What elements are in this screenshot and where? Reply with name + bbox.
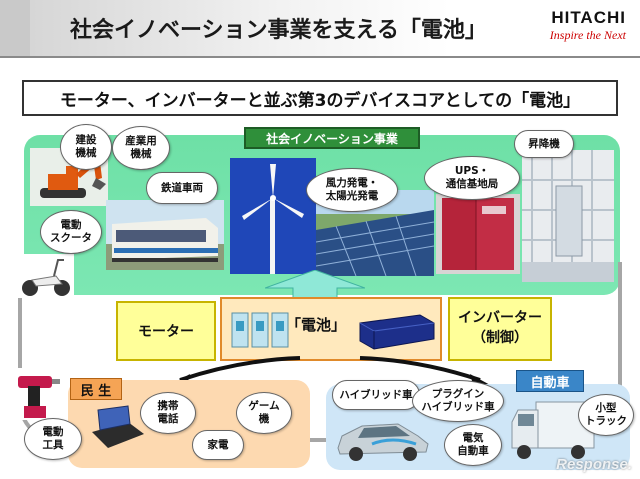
bubble-small-truck: 小型トラック bbox=[578, 394, 634, 436]
bubble-game-console: ゲーム機 bbox=[236, 392, 292, 434]
header-band bbox=[0, 0, 30, 56]
header-gradient bbox=[30, 0, 450, 56]
logo-main-text: HITACHI bbox=[551, 8, 626, 27]
hybrid-car-image bbox=[332, 414, 432, 462]
battery-cells-icon bbox=[231, 312, 289, 348]
ups-cabinet-image bbox=[436, 194, 520, 274]
slide-header: 社会イノベーション事業を支える「電池」 HITACHI Inspire the … bbox=[0, 0, 640, 58]
motor-box: モーター bbox=[116, 301, 216, 361]
bubble-text: プラグイン bbox=[431, 388, 485, 401]
bubble-text: 機械 bbox=[130, 148, 152, 160]
elevator-hall-image bbox=[522, 150, 614, 282]
inverter-sublabel: （制御） bbox=[472, 330, 528, 346]
bubble-mobile-phone: 携帯電話 bbox=[140, 392, 196, 434]
bubble-text: 太陽光発電 bbox=[325, 190, 379, 202]
bubble-electric-scooter: 電動スクータ bbox=[40, 210, 102, 254]
bubble-text: 小型 bbox=[595, 402, 617, 415]
bubble-industrial-machinery: 産業用機械 bbox=[112, 126, 170, 170]
bubble-text: 電気 bbox=[462, 432, 484, 445]
bubble-text: ハイブリッド車 bbox=[339, 388, 413, 401]
bubble-text: 産業用 bbox=[125, 135, 157, 148]
bubble-text: 携帯 bbox=[157, 400, 179, 413]
wind-turbine-image bbox=[230, 158, 316, 274]
bubble-text: ハイブリッド車 bbox=[421, 401, 495, 413]
bubble-elevator: 昇降機 bbox=[514, 130, 574, 158]
response-watermark: Response. bbox=[556, 456, 632, 473]
bubble-text: 昇降機 bbox=[528, 137, 560, 150]
bubble-power-tools: 電動工具 bbox=[24, 418, 82, 460]
hitachi-logo: HITACHI Inspire the Next bbox=[550, 8, 626, 43]
inverter-box: インバーター （制御） bbox=[448, 297, 552, 361]
train-image bbox=[106, 200, 224, 270]
motor-label: モーター bbox=[138, 324, 194, 340]
bubble-text: 機械 bbox=[75, 147, 97, 159]
bubble-text: 鉄道車両 bbox=[161, 181, 203, 194]
header-rule bbox=[0, 56, 640, 58]
bubble-text: 建設 bbox=[75, 134, 97, 147]
bubble-hybrid-car: ハイブリッド車 bbox=[332, 380, 420, 410]
bubble-plugin-hybrid: プラグインハイブリッド車 bbox=[412, 380, 504, 422]
automotive-label: 自動車 bbox=[516, 370, 584, 392]
bubble-text: 電話 bbox=[157, 413, 179, 425]
bubble-rail-vehicles: 鉄道車両 bbox=[146, 172, 218, 204]
innovation-label: 社会イノベーション事業 bbox=[244, 127, 420, 149]
subtitle-box: モーター、インバーターと並ぶ第3のデバイスコアとしての「電池」 bbox=[22, 80, 618, 116]
battery-label: 「電池」 bbox=[286, 316, 347, 334]
battery-pack-icon bbox=[359, 314, 435, 350]
bubble-text: トラック bbox=[585, 415, 627, 427]
pda-device-image bbox=[88, 404, 146, 456]
up-arrow-icon bbox=[265, 270, 365, 300]
inverter-label: インバーター bbox=[458, 310, 542, 327]
slide-title: 社会イノベーション事業を支える「電池」 bbox=[70, 18, 487, 43]
bubble-text: 電動 bbox=[42, 426, 64, 439]
power-drill-image bbox=[14, 368, 62, 420]
bubble-construction-machinery: 建設機械 bbox=[60, 124, 112, 170]
bubble-text: 電動 bbox=[60, 219, 82, 232]
scooter-image bbox=[18, 254, 74, 298]
bubble-text: 風力発電・ bbox=[325, 177, 379, 190]
battery-box bbox=[220, 297, 442, 361]
bubble-text: 機 bbox=[258, 413, 270, 425]
bubble-text: 工具 bbox=[42, 439, 64, 451]
outer-frame-outline bbox=[18, 262, 622, 442]
bubble-text: 通信基地局 bbox=[445, 178, 499, 190]
bubble-text: スクータ bbox=[50, 232, 92, 244]
subtitle-text: モーター、インバーターと並ぶ第3のデバイスコアとしての「電池」 bbox=[59, 90, 581, 111]
bubble-home-appliances: 家電 bbox=[192, 430, 244, 460]
bubble-text: ゲーム bbox=[248, 400, 280, 413]
bubble-electric-vehicle: 電気自動車 bbox=[444, 424, 502, 466]
bubble-wind-solar: 風力発電・太陽光発電 bbox=[306, 168, 398, 212]
bubble-text: UPS・ bbox=[454, 165, 490, 178]
logo-tagline: Inspire the Next bbox=[549, 28, 626, 42]
consumer-label: 民 生 bbox=[70, 378, 122, 400]
bubble-ups-base-station: UPS・通信基地局 bbox=[424, 156, 520, 200]
bubble-text: 自動車 bbox=[457, 445, 489, 457]
bubble-text: 家電 bbox=[207, 438, 229, 451]
